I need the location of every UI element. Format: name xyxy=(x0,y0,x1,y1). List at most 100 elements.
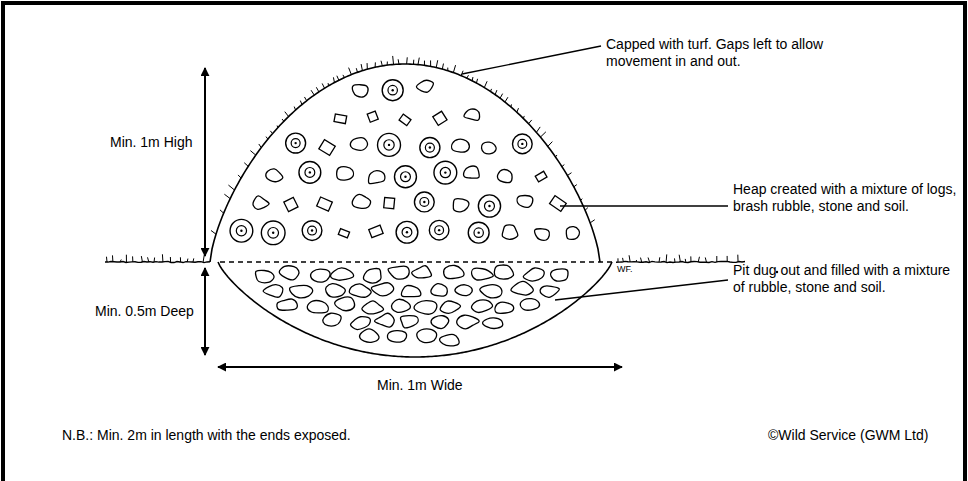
turf-tuft xyxy=(453,65,455,72)
turf-tuft xyxy=(476,79,477,83)
rubble xyxy=(317,197,333,211)
stone xyxy=(494,265,513,279)
grass-tuft xyxy=(640,258,641,262)
log-core xyxy=(294,142,296,144)
log-end xyxy=(299,161,321,183)
stone xyxy=(464,109,480,120)
stone xyxy=(440,334,459,346)
stone xyxy=(266,169,283,182)
stone xyxy=(444,265,464,278)
turf-tuft xyxy=(555,155,557,157)
stone xyxy=(255,270,274,282)
turf-tuft xyxy=(361,64,362,71)
turf-tuft xyxy=(224,194,230,198)
log-core xyxy=(388,144,390,146)
stone xyxy=(440,301,460,313)
callout-note: Capped with turf. Gaps left to allow mov… xyxy=(606,36,846,70)
grass-tuft xyxy=(162,254,164,262)
grass-tuft xyxy=(112,255,113,262)
turf-tuft xyxy=(562,165,564,167)
stone xyxy=(352,85,368,97)
turf-tuft xyxy=(392,56,394,65)
grass-tuft xyxy=(716,256,717,262)
stone xyxy=(472,268,494,280)
stone xyxy=(352,194,370,208)
turf-tuft xyxy=(447,68,448,71)
grass-tuft xyxy=(170,257,171,262)
dimension-label: Min. 0.5m Deep xyxy=(95,303,194,320)
log-ring xyxy=(484,201,494,211)
rubble xyxy=(399,114,411,125)
footnote: N.B.: Min. 2m in length with the ends ex… xyxy=(62,427,351,444)
grass-tuft xyxy=(141,256,142,262)
turf-tuft xyxy=(322,83,324,88)
log-end xyxy=(478,195,500,217)
stone xyxy=(480,285,502,298)
log-end xyxy=(394,166,416,188)
log-core xyxy=(444,171,446,173)
log-end xyxy=(230,219,253,242)
turf-tuft xyxy=(304,97,306,101)
log-core xyxy=(404,176,406,178)
log-core xyxy=(309,171,311,173)
stone xyxy=(400,316,418,328)
grass-tuft xyxy=(148,257,149,262)
stone xyxy=(482,142,497,154)
turf-tuft xyxy=(328,83,330,86)
rubble xyxy=(284,197,298,211)
turf-tuft xyxy=(523,116,525,119)
grass-tuft xyxy=(192,258,194,262)
stone xyxy=(311,269,330,282)
callout-note: Heap created with a mixture of logs, bra… xyxy=(733,181,958,215)
turf-tuft xyxy=(333,77,334,82)
grass-tuft xyxy=(705,257,706,262)
log-core xyxy=(311,229,313,231)
stone xyxy=(457,315,479,329)
turf-tuft xyxy=(461,71,463,76)
stone xyxy=(307,301,328,313)
stone xyxy=(414,301,437,315)
log-core xyxy=(391,89,393,91)
grass-tuft xyxy=(629,255,630,262)
log-core xyxy=(423,201,425,203)
log-core xyxy=(477,231,479,233)
grass-tuft xyxy=(636,260,637,262)
log-core xyxy=(488,205,490,207)
log-core xyxy=(429,146,431,148)
turf-tuft xyxy=(266,137,268,140)
log-ring xyxy=(268,227,279,238)
grass-tuft xyxy=(690,256,691,262)
turf-tuft xyxy=(244,163,248,167)
stone xyxy=(263,285,283,298)
ground-level-dashed xyxy=(220,261,612,262)
grass-tuft xyxy=(727,256,728,262)
grass-tuft xyxy=(187,259,189,262)
stone xyxy=(387,331,406,343)
rubble xyxy=(369,225,383,237)
stone xyxy=(368,171,384,184)
rubble xyxy=(535,171,547,182)
turf-tuft xyxy=(430,60,431,66)
stone xyxy=(351,317,371,330)
grass-tuft xyxy=(622,258,624,262)
leader-line xyxy=(560,205,728,206)
turf-tuft xyxy=(356,68,357,72)
log-end xyxy=(302,221,322,241)
turf-tuft xyxy=(250,151,255,156)
stone xyxy=(253,196,269,209)
turf-tuft xyxy=(228,185,234,190)
stone xyxy=(455,285,472,296)
stone xyxy=(326,284,346,297)
grass-tuft xyxy=(120,260,121,262)
turf-tuft xyxy=(418,58,419,65)
log-end xyxy=(378,133,401,156)
stone xyxy=(277,299,297,310)
log-core xyxy=(438,229,440,231)
leader-line xyxy=(555,280,728,300)
turf-tuft xyxy=(548,142,553,147)
turf-tuft xyxy=(211,230,216,234)
stone xyxy=(360,329,379,342)
